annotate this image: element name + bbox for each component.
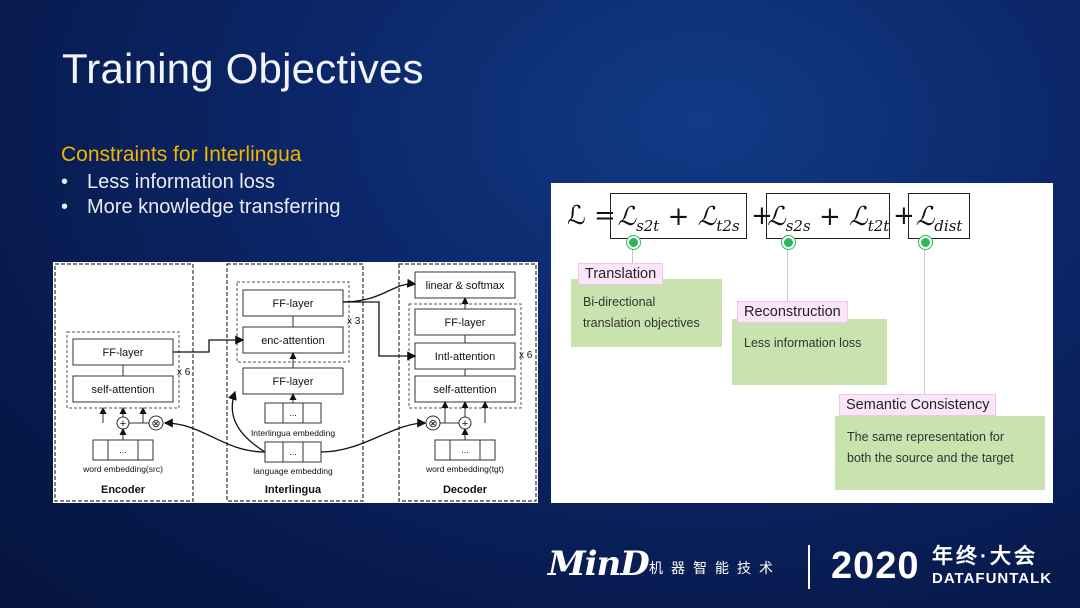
interlingua-enc-attention bbox=[242, 326, 344, 354]
encoder-title: Encoder bbox=[101, 484, 146, 496]
logo-tagline: 机器智能技术 bbox=[649, 560, 781, 576]
encoder-self-attention bbox=[72, 375, 174, 403]
reconstruction-loss-term: ℒs2s + ℒt2t bbox=[766, 193, 890, 239]
consistency-label: Semantic Consistency bbox=[839, 394, 997, 416]
interlingua-embedding-label: Interlingua embedding bbox=[251, 428, 335, 438]
svg-text:⊗: ⊗ bbox=[151, 418, 160, 430]
decoder-ff-layer-label: FF-layer bbox=[445, 317, 486, 329]
bullet-icon: • bbox=[61, 196, 69, 218]
encoder-ff-layer bbox=[72, 338, 174, 366]
svg-text:+: + bbox=[462, 418, 468, 430]
decoder-self-attention-label: self-attention bbox=[434, 384, 497, 396]
interlingua-to-output-arrow bbox=[342, 278, 417, 303]
language-cells: ... bbox=[289, 447, 297, 457]
consistency-connector-icon bbox=[919, 236, 932, 249]
bullet-text: Less information loss bbox=[87, 171, 275, 193]
architecture-diagram: FF-layer self-attention x 6 + ⊗ ... word… bbox=[53, 262, 538, 503]
decoder-output-layer-label: linear & softmax bbox=[426, 280, 505, 292]
distance-loss-term: ℒdist bbox=[908, 193, 970, 239]
reconstruction-description: Less information loss bbox=[732, 319, 887, 385]
encoder-embedding-label: word embedding(src) bbox=[82, 464, 163, 474]
bullet-icon: • bbox=[61, 171, 69, 193]
svg-text:⊗: ⊗ bbox=[428, 418, 437, 430]
slide-title: Training Objectives bbox=[62, 45, 424, 92]
interlingua-title: Interlingua bbox=[265, 484, 322, 496]
encoder-repeat: x 6 bbox=[177, 367, 191, 378]
encoder-ff-layer-label: FF-layer bbox=[103, 347, 144, 359]
interlingua-enc-attention-label: enc-attention bbox=[261, 335, 325, 347]
reconstruction-label: Reconstruction bbox=[737, 301, 848, 323]
encoder-to-interlingua-arrow bbox=[173, 335, 245, 353]
bullet-item: • More knowledge transferring bbox=[61, 195, 340, 220]
decoder-title: Decoder bbox=[443, 484, 488, 496]
translation-label: Translation bbox=[578, 263, 664, 285]
decoder-embedding-cells: ... bbox=[461, 445, 469, 455]
bullet-item: • Less information loss bbox=[61, 170, 340, 195]
interlingua-cells: ... bbox=[289, 408, 297, 418]
reconstruction-connector-icon bbox=[782, 236, 795, 249]
svg-text:+: + bbox=[120, 418, 126, 430]
event-year: 2020 bbox=[831, 545, 920, 587]
consistency-description: The same representation for both the sou… bbox=[835, 416, 1045, 490]
interlingua-repeat: x 3 bbox=[347, 316, 361, 327]
footer-divider bbox=[808, 545, 810, 589]
decoder-embedding-label: word embedding(tgt) bbox=[425, 464, 504, 474]
interlingua-ff-layer-top-label: FF-layer bbox=[273, 298, 314, 310]
constraints-heading: Constraints for Interlingua bbox=[61, 143, 302, 166]
language-to-encoder-arrow bbox=[163, 418, 266, 453]
decoder-output-layer bbox=[414, 271, 516, 299]
decoder-repeat: x 6 bbox=[519, 350, 533, 361]
encoder-embedding-cells: ... bbox=[119, 445, 127, 455]
event-name-en: DATAFUNTALK bbox=[932, 570, 1053, 587]
decoder-intl-attention-label: Intl-attention bbox=[435, 351, 496, 363]
encoder-self-attention-label: self-attention bbox=[92, 384, 155, 396]
decoder-intl-attention bbox=[414, 342, 516, 370]
encoder-column bbox=[54, 263, 194, 502]
language-to-decoder-arrow bbox=[320, 418, 427, 453]
constraints-list: • Less information loss • More knowledge t… bbox=[61, 170, 340, 220]
interlingua-ff-layer-bottom-label: FF-layer bbox=[273, 376, 314, 388]
bullet-text: More knowledge transferring bbox=[87, 196, 341, 218]
translation-loss-term: ℒs2t + ℒt2s bbox=[610, 193, 747, 239]
language-to-interlingua-arrow bbox=[228, 390, 266, 453]
interlingua-column bbox=[226, 263, 364, 502]
language-embedding-label: language embedding bbox=[253, 466, 333, 476]
mind-logo: MinD bbox=[548, 544, 650, 584]
objectives-panel: ℒ = ℒs2t + ℒt2s + ℒs2s + ℒt2t + ℒdist Bi… bbox=[551, 183, 1053, 503]
decoder-ff-layer bbox=[414, 308, 516, 336]
translation-description: Bi-directional translation objectives bbox=[571, 279, 722, 347]
decoder-column bbox=[398, 263, 537, 502]
event-name-cn: 年终·大会 bbox=[932, 545, 1038, 568]
interlingua-to-decoder-arrow bbox=[343, 301, 417, 361]
translation-connector-icon bbox=[627, 236, 640, 249]
footer-branding: MinD 机器智能技术 2020 年终·大会 DATAFUNTALK bbox=[548, 540, 1068, 592]
